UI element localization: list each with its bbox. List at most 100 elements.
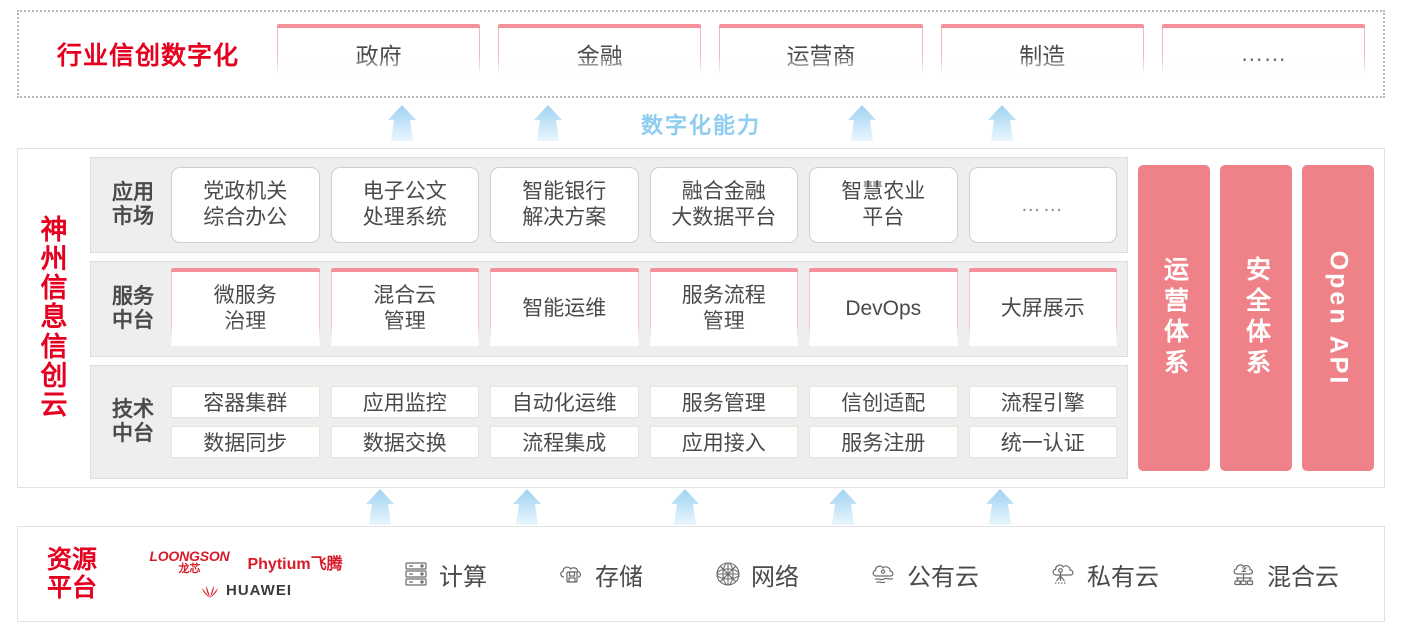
huawei-flower-icon [200, 581, 220, 599]
capability-label: 数字化能力 [640, 113, 761, 138]
technical-card[interactable]: 应用接入 [649, 426, 798, 458]
technical-card[interactable]: 流程引擎 [968, 386, 1117, 418]
application-card[interactable]: 智能银行解决方案 [490, 167, 639, 243]
layer-label: 技术 中台 [101, 398, 165, 445]
resource-item-label: 私有云 [1087, 563, 1159, 591]
technical-card-grid: 容器集群 应用监控 自动化运维 服务管理 信创适配 流程引擎 数据同步 数据交换… [165, 386, 1117, 458]
industry-card[interactable]: 制造 [940, 24, 1145, 80]
platform-title-char: 创 [40, 360, 68, 391]
layer-technical-platform: 技术 中台 容器集群 应用监控 自动化运维 服务管理 信创适配 流程引擎 [90, 365, 1128, 479]
platform-pillars: 运营体系 安全体系 Open API [1138, 157, 1374, 479]
service-card[interactable]: 混合云管理 [330, 268, 479, 346]
application-card[interactable]: 电子公文处理系统 [330, 167, 479, 243]
technical-card[interactable]: 应用监控 [330, 386, 479, 418]
up-arrow-icon [357, 488, 403, 526]
technical-card[interactable]: 数据交换 [330, 426, 479, 458]
industry-band-title: 行业信创数字化 [56, 42, 239, 70]
platform-title-char: 神 [40, 214, 68, 245]
resource-item-label: 公有云 [907, 563, 979, 591]
resource-item-storage[interactable]: 存储 [557, 557, 643, 592]
layer-label-line: 中台 [112, 422, 154, 445]
resource-title-line: 资源 [46, 546, 97, 574]
up-arrow-icon [504, 488, 550, 526]
application-card-more[interactable]: …… [968, 167, 1117, 243]
cloud-storage-icon [557, 559, 587, 589]
service-card[interactable]: 服务流程管理 [649, 268, 798, 346]
hybrid-cloud-icon [1229, 559, 1259, 589]
resource-item-label: 混合云 [1267, 563, 1339, 591]
resource-band-title: 资源 平台 [18, 546, 126, 602]
resource-band: 资源 平台 LOONGSON 龙芯 Phytium飞腾 [17, 526, 1385, 622]
server-icon [401, 559, 431, 589]
layer-label-line: 技术 [112, 398, 154, 422]
capability-strip: 数字化能力 [17, 100, 1385, 142]
pillar-operations[interactable]: 运营体系 [1138, 165, 1210, 471]
phytium-logo: Phytium飞腾 [247, 556, 343, 573]
service-card[interactable]: DevOps [809, 268, 958, 346]
loongson-logo: LOONGSON 龙芯 [149, 549, 229, 575]
up-arrow-icon [839, 104, 885, 142]
pillar-open-api[interactable]: Open API [1302, 165, 1374, 471]
resource-item-label: 网络 [751, 563, 799, 591]
service-card[interactable]: 大屏展示 [968, 268, 1117, 346]
up-arrow-icon [820, 488, 866, 526]
up-arrow-icon [662, 488, 708, 526]
pillar-label: 运营体系 [1160, 256, 1189, 380]
up-arrow-icon [977, 488, 1023, 526]
resource-item-hybrid-cloud[interactable]: 混合云 [1229, 557, 1339, 592]
platform-title: 神 州 信 息 信 创 云 [18, 149, 90, 487]
pillar-label: Open API [1324, 250, 1353, 386]
industry-card-more[interactable]: …… [1161, 24, 1366, 80]
platform-title-char: 信 [40, 331, 68, 362]
resource-item-public-cloud[interactable]: 公有云 [869, 557, 979, 592]
vendor-logo-row: LOONGSON 龙芯 Phytium飞腾 [149, 549, 342, 575]
resource-item-label: 存储 [595, 563, 643, 591]
layer-label: 应用 市场 [101, 181, 165, 228]
technical-card[interactable]: 服务注册 [809, 426, 958, 458]
platform-title-char: 云 [40, 389, 68, 420]
service-card-list: 微服务治理 混合云管理 智能运维 服务流程管理 DevOps 大屏展示 [165, 268, 1117, 346]
layer-label-line: 服务 [112, 285, 154, 309]
resource-item-network[interactable]: 网络 [713, 557, 799, 592]
industry-band: 行业信创数字化 政府 金融 运营商 制造 …… [17, 10, 1385, 98]
platform-container: 神 州 信 息 信 创 云 应用 市场 党政机关综合办公 电子公文处理系统 [17, 148, 1385, 488]
resource-item-private-cloud[interactable]: 私有云 [1049, 557, 1159, 592]
up-arrow-icon [979, 104, 1025, 142]
resource-item-label: 计算 [439, 563, 487, 591]
platform-layers: 应用 市场 党政机关综合办公 电子公文处理系统 智能银行解决方案 融合金融大数据… [90, 157, 1128, 479]
technical-card[interactable]: 数据同步 [171, 426, 320, 458]
service-card[interactable]: 微服务治理 [171, 268, 320, 346]
huawei-logo-text: HUAWEI [226, 581, 292, 599]
public-cloud-icon [869, 559, 899, 589]
loongson-logo-cn: 龙芯 [178, 563, 201, 575]
application-card[interactable]: 党政机关综合办公 [171, 167, 320, 243]
technical-card[interactable]: 服务管理 [649, 386, 798, 418]
application-card[interactable]: 智慧农业平台 [809, 167, 958, 243]
pillar-label: 安全体系 [1242, 256, 1271, 380]
service-card[interactable]: 智能运维 [490, 268, 639, 346]
private-cloud-icon [1049, 559, 1079, 589]
pillar-security[interactable]: 安全体系 [1220, 165, 1292, 471]
network-mesh-icon [713, 559, 743, 589]
resource-item-list: 计算 存储 [366, 557, 1384, 592]
technical-card-row: 数据同步 数据交换 流程集成 应用接入 服务注册 统一认证 [171, 426, 1117, 458]
industry-card[interactable]: 运营商 [719, 24, 923, 80]
industry-card-list: 政府 金融 运营商 制造 …… [277, 24, 1383, 80]
resource-title-line: 平台 [46, 574, 97, 602]
layer-label: 服务 中台 [101, 285, 165, 332]
resource-item-compute[interactable]: 计算 [401, 557, 487, 592]
application-card[interactable]: 融合金融大数据平台 [649, 167, 798, 243]
technical-card[interactable]: 信创适配 [809, 386, 958, 418]
technical-card[interactable]: 流程集成 [490, 426, 639, 458]
technical-card[interactable]: 自动化运维 [490, 386, 639, 418]
layer-label-line: 应用 [112, 181, 154, 205]
up-arrow-icon [525, 104, 571, 142]
layer-label-line: 中台 [112, 309, 154, 332]
technical-card[interactable]: 统一认证 [968, 426, 1117, 458]
industry-card[interactable]: 金融 [498, 24, 702, 80]
industry-card[interactable]: 政府 [277, 24, 481, 80]
platform-body: 应用 市场 党政机关综合办公 电子公文处理系统 智能银行解决方案 融合金融大数据… [90, 149, 1384, 487]
technical-card[interactable]: 容器集群 [171, 386, 320, 418]
loongson-logo-en: LOONGSON [149, 548, 230, 564]
